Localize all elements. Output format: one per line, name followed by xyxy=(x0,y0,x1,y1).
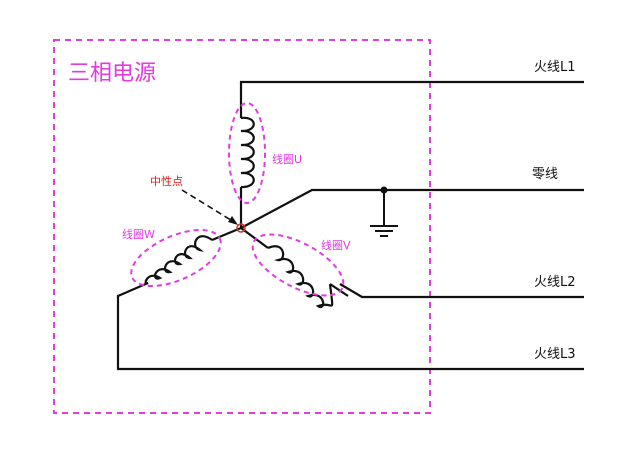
coil-v-to-l2 xyxy=(339,283,584,299)
line-l1-label: 火线L1 xyxy=(534,60,576,75)
coil-v xyxy=(240,227,584,309)
coil-u-label: 线圈U xyxy=(272,152,302,166)
coil-u-lead xyxy=(239,80,584,118)
neutral-line-label: 零线 xyxy=(532,167,558,182)
neutral-wire xyxy=(240,188,584,229)
neutral-point-label: 中性点 xyxy=(150,174,183,188)
coil-v-highlight xyxy=(251,233,345,297)
coil-w-winding xyxy=(144,235,213,285)
coil-u-winding xyxy=(240,116,255,189)
coil-u-highlight xyxy=(228,102,266,204)
coil-v-lead xyxy=(240,227,269,249)
power-source-title: 三相电源 xyxy=(68,61,156,86)
coil-w-lead xyxy=(211,226,242,242)
line-l3-label: 火线L3 xyxy=(534,347,576,362)
coil-w xyxy=(116,226,584,371)
coil-u xyxy=(239,80,584,228)
line-l2-label: 火线L2 xyxy=(534,275,576,290)
coil-w-highlight xyxy=(130,228,222,288)
power-source-boundary xyxy=(53,39,431,414)
coil-v-label: 线圈V xyxy=(321,238,351,252)
ground-icon xyxy=(370,186,398,237)
coil-w-to-l3 xyxy=(116,281,584,371)
neutral-point-marker xyxy=(236,223,246,233)
coil-w-label: 线圈W xyxy=(122,227,155,241)
coil-v-winding xyxy=(267,245,349,309)
neutral-point-arrow xyxy=(181,189,235,223)
neutral-point-arrowhead xyxy=(228,216,238,225)
